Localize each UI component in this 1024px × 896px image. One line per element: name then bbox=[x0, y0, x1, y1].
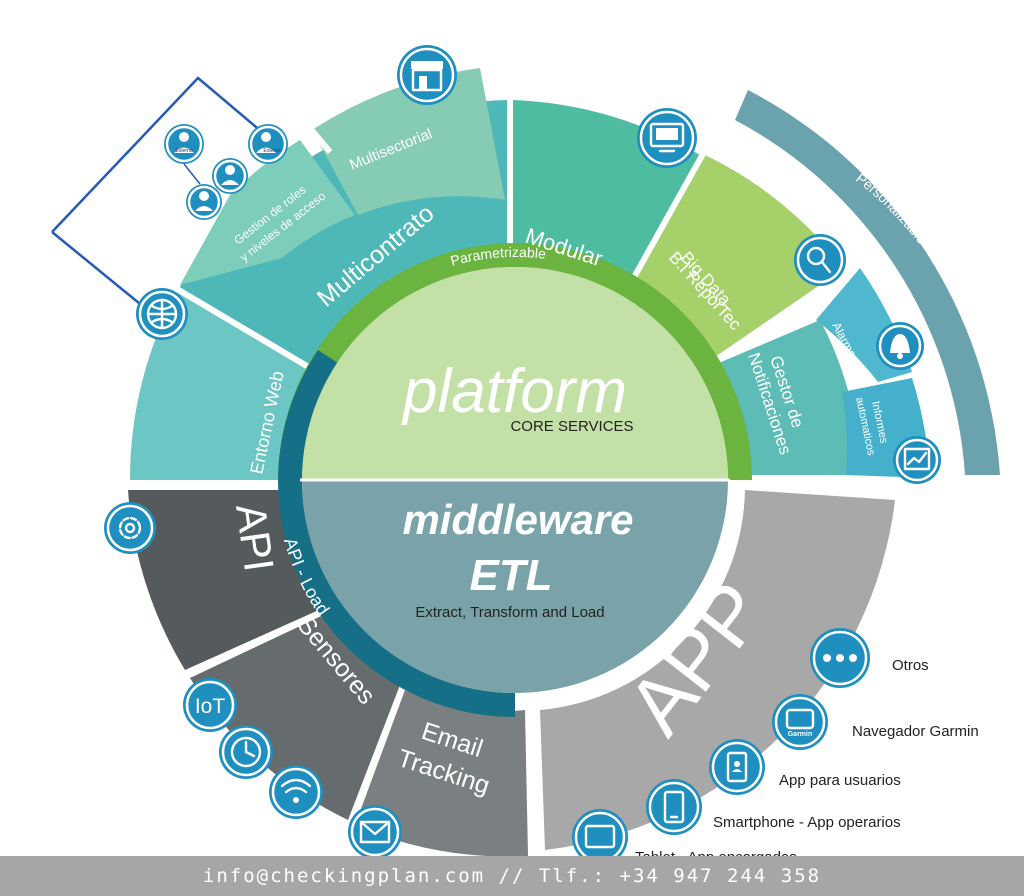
role-badge-2: Externo bbox=[263, 148, 280, 154]
api-load-ring-upper bbox=[278, 350, 338, 480]
bell-icon bbox=[876, 322, 924, 370]
app-item-label-smartphone: Smartphone - App operarios bbox=[713, 814, 901, 831]
app-item-label-usuarios: App para usuarios bbox=[779, 772, 901, 789]
parametrizable-ring bbox=[278, 243, 752, 480]
store-icon bbox=[397, 45, 457, 105]
user-role-icon-2 bbox=[248, 124, 288, 164]
garmin-device-icon bbox=[772, 694, 828, 750]
api-load-ring bbox=[278, 480, 515, 717]
etl-subtitle: Extract, Transform and Load bbox=[415, 604, 604, 621]
segment-personalizable bbox=[735, 90, 1000, 475]
segment-multisectorial bbox=[312, 68, 505, 215]
user-icon-a bbox=[212, 158, 248, 194]
app-item-label-otros: Otros bbox=[892, 657, 929, 674]
middleware-title: middleware bbox=[402, 496, 633, 543]
platform-subtitle: CORE SERVICES bbox=[510, 418, 633, 435]
wifi-signal-icon bbox=[269, 765, 323, 819]
role-badge-1: Externo bbox=[175, 148, 192, 154]
globe-icon bbox=[136, 288, 188, 340]
segment-gestor-notificaciones bbox=[714, 320, 860, 475]
footer-contact: info@checkingplan.com // Tlf.: +34 947 2… bbox=[202, 865, 822, 887]
platform-core bbox=[302, 267, 728, 480]
smartphone-icon bbox=[646, 779, 702, 835]
garmin-label: Garmin bbox=[788, 731, 813, 738]
iot-icon bbox=[183, 678, 237, 732]
roles-connector bbox=[51, 76, 263, 309]
user-role-icon bbox=[164, 124, 204, 164]
user-icon-b bbox=[186, 184, 222, 220]
middleware-core bbox=[302, 480, 728, 693]
api-label: API bbox=[227, 501, 283, 575]
segment-email-tracking bbox=[355, 690, 528, 857]
segment-entorno-web bbox=[129, 290, 322, 480]
report-chart-icon bbox=[893, 436, 941, 484]
segment-sensores bbox=[190, 610, 400, 820]
segment-api bbox=[128, 490, 330, 670]
segment-app bbox=[540, 490, 895, 850]
platform-title: platform bbox=[401, 357, 627, 426]
monitor-icon bbox=[637, 108, 697, 168]
iot-label: IoT bbox=[195, 695, 226, 718]
search-chart-icon bbox=[794, 234, 846, 286]
etl-title: ETL bbox=[469, 551, 552, 600]
app-item-label-garmin: Navegador Garmin bbox=[852, 723, 979, 740]
user-phone-icon bbox=[709, 739, 765, 795]
gear-icon bbox=[104, 502, 156, 554]
segment-gestion-roles bbox=[180, 140, 355, 285]
segment-big-data bbox=[630, 155, 845, 360]
more-dots-icon bbox=[810, 628, 870, 688]
clock-icon bbox=[219, 725, 273, 779]
footer-bar: info@checkingplan.com // Tlf.: +34 947 2… bbox=[0, 856, 1024, 896]
envelope-icon bbox=[348, 805, 402, 859]
